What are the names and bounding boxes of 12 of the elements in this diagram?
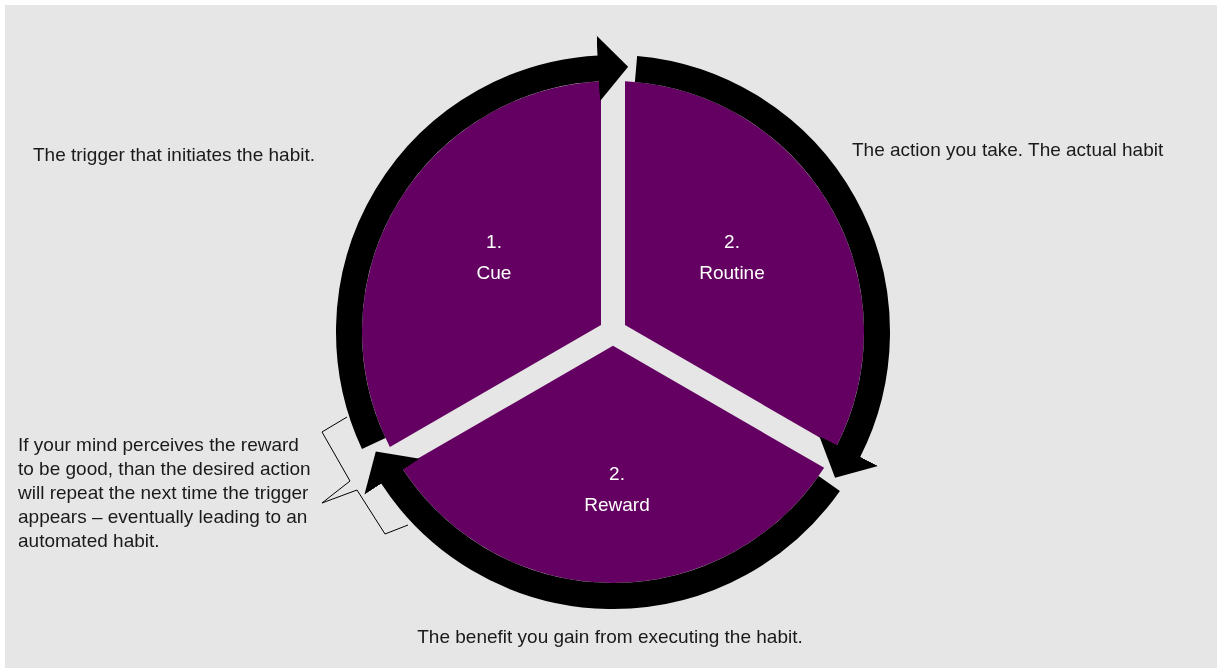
description-text: The trigger that initiates the habit. bbox=[33, 143, 316, 167]
step-number: 2. bbox=[724, 230, 740, 254]
step-title: Reward bbox=[584, 493, 650, 517]
sector-shape bbox=[401, 345, 825, 583]
step-number: 2. bbox=[609, 462, 625, 486]
sector-shape bbox=[362, 81, 601, 447]
description-text: The action you take. The actual habit bbox=[852, 138, 1165, 162]
step-title: Routine bbox=[699, 261, 765, 285]
step-number: 1. bbox=[486, 230, 502, 254]
description-text: The benefit you gain from executing the habit. bbox=[416, 625, 804, 649]
step-title: Cue bbox=[476, 261, 512, 285]
description-text: If your mind perceives the reward to be good, than the desired action will repeat the next time the trigger appears – eventually leading to an automated habit. bbox=[18, 433, 312, 553]
